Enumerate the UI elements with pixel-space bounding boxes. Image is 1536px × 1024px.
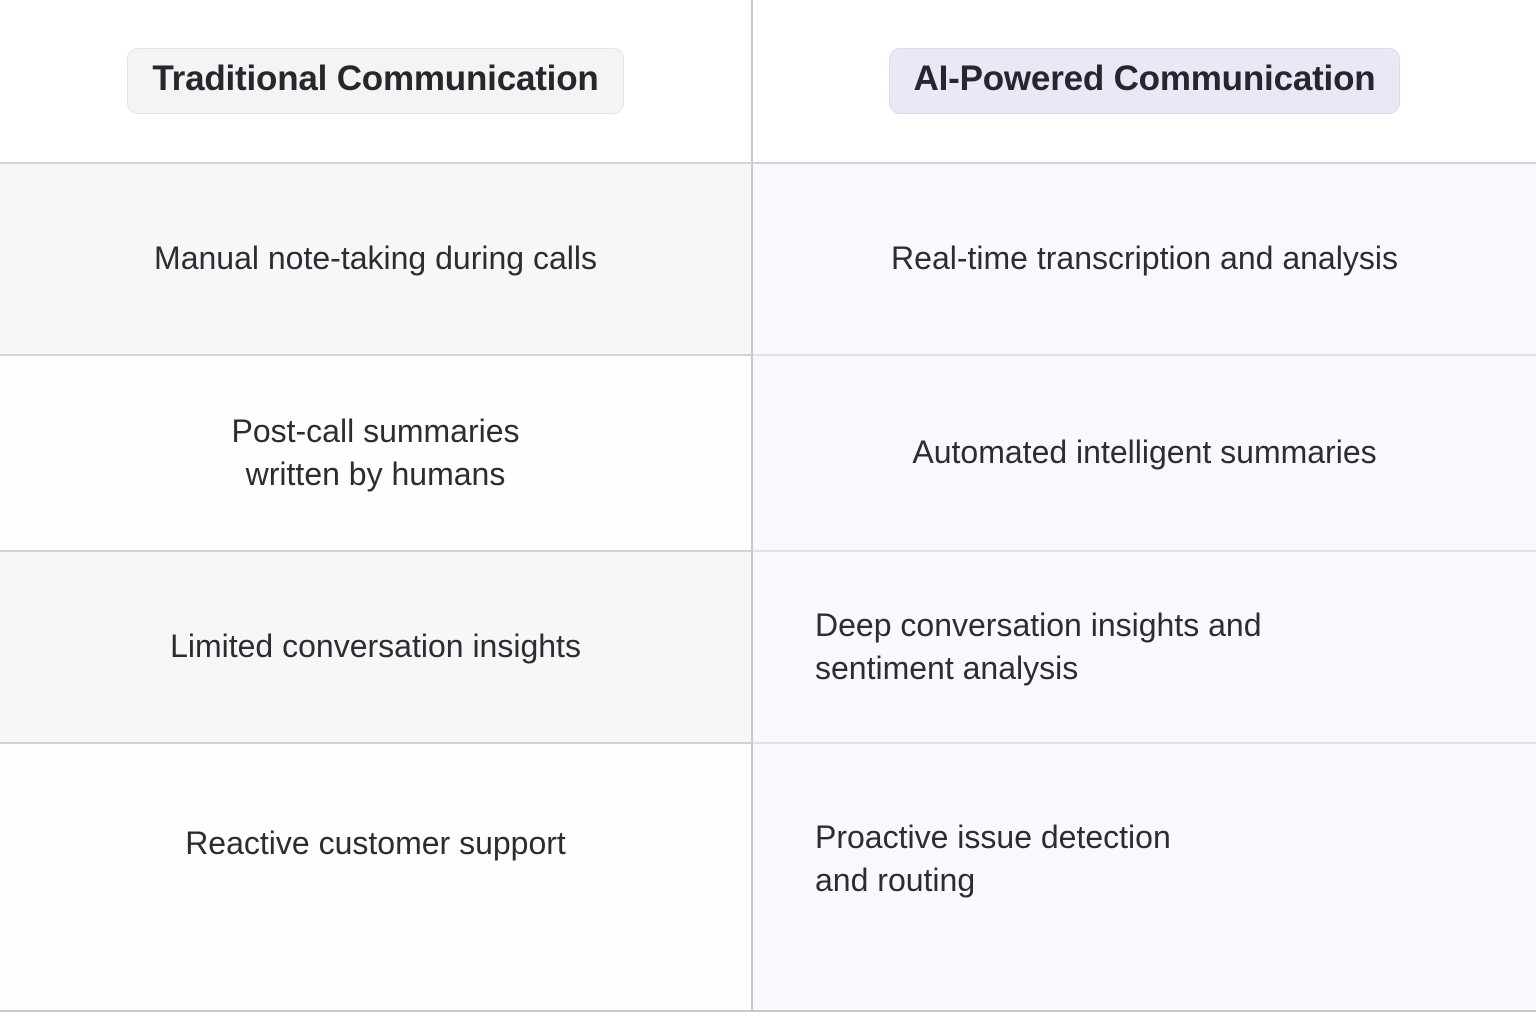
- cell-ai-1: Real-time transcription and analysis: [891, 240, 1398, 277]
- cell-ai-4: Proactive issue detection and routing: [815, 819, 1171, 899]
- cell-traditional-1: Manual note-taking during calls: [154, 240, 597, 277]
- table-row: Post-call summaries written by humans: [0, 354, 753, 550]
- cell-traditional-3: Limited conversation insights: [170, 628, 581, 665]
- header-badge-traditional: Traditional Communication: [127, 48, 624, 114]
- table-row: Reactive customer support: [0, 742, 753, 1012]
- cell-traditional-4: Reactive customer support: [185, 825, 566, 861]
- table-row: Real-time transcription and analysis: [753, 162, 1536, 354]
- table-row: Proactive issue detection and routing: [753, 742, 1536, 1012]
- table-row: Limited conversation insights: [0, 550, 753, 742]
- cell-traditional-2: Post-call summaries written by humans: [231, 412, 520, 492]
- column-header-ai: AI-Powered Communication: [753, 0, 1536, 162]
- header-badge-ai: AI-Powered Communication: [888, 48, 1401, 114]
- column-header-traditional: Traditional Communication: [0, 0, 753, 162]
- cell-ai-3: Deep conversation insights and sentiment…: [815, 606, 1262, 686]
- table-row: Manual note-taking during calls: [0, 162, 753, 354]
- cell-ai-2: Automated intelligent summaries: [912, 434, 1377, 471]
- table-row: Automated intelligent summaries: [753, 354, 1536, 550]
- table-row: Deep conversation insights and sentiment…: [753, 550, 1536, 742]
